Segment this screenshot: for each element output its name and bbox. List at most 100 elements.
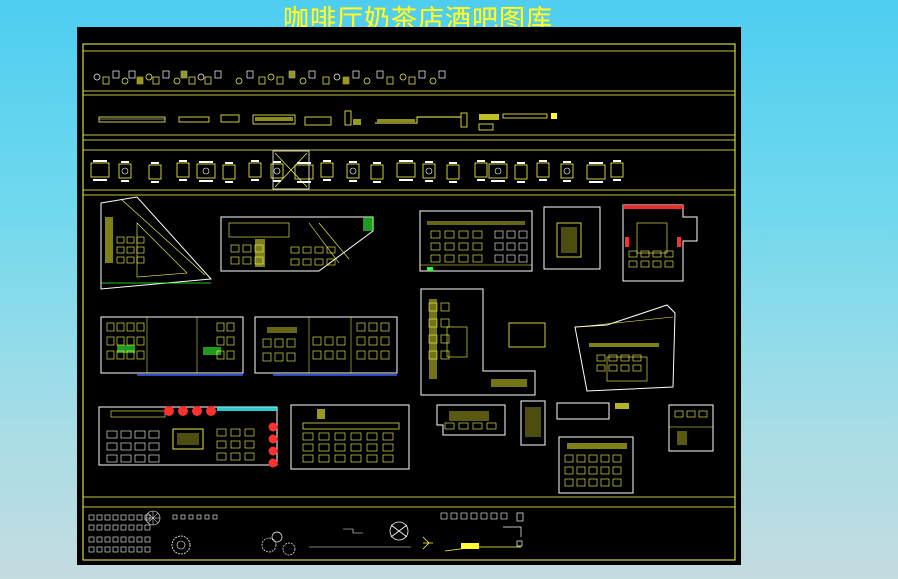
chair-icon [425, 180, 433, 182]
table-set-icon [333, 73, 341, 81]
floor-plan-14[interactable] [556, 402, 634, 494]
furniture-row-3 [90, 150, 624, 190]
chair-icon [199, 180, 213, 182]
table-set-icon [106, 454, 118, 463]
floor-plan-2[interactable] [220, 216, 374, 272]
bar-counter-icon [478, 123, 494, 131]
chair-icon [449, 162, 457, 164]
table-set-icon [112, 524, 119, 531]
table-set-icon [368, 336, 378, 346]
table-set-icon [320, 162, 334, 178]
floor-plan-6[interactable] [420, 288, 546, 396]
chair-icon [121, 161, 129, 163]
chair-icon [128, 70, 136, 79]
table-set-icon [112, 536, 119, 543]
chair-icon [425, 161, 433, 163]
chair-icon [418, 70, 426, 79]
table-set-icon [128, 536, 135, 543]
bar-stool-icon [268, 422, 278, 432]
chair-icon [93, 160, 107, 162]
table-set-icon [148, 164, 162, 180]
table-set-icon [244, 452, 255, 461]
table-set-icon [632, 364, 642, 372]
chair-icon [408, 76, 416, 85]
table-set-icon [396, 162, 416, 178]
floor-plan-9[interactable] [254, 316, 398, 376]
table-set-icon [444, 422, 455, 430]
chair-icon [121, 180, 129, 182]
table-set-icon [314, 258, 324, 266]
table-set-icon [121, 77, 129, 85]
table-set-icon [350, 454, 362, 463]
table-set-icon [612, 478, 622, 487]
floor-plan-3[interactable] [419, 210, 533, 272]
bar-stool-icon [268, 446, 278, 456]
table-set-icon [128, 546, 135, 553]
table-set-icon [136, 536, 143, 543]
table-set-icon [440, 512, 448, 520]
table-set-icon [368, 350, 378, 360]
table-set-icon [120, 524, 127, 531]
table-set-icon [600, 478, 610, 487]
floor-plan-13[interactable] [520, 400, 546, 446]
table-set-icon [134, 430, 146, 439]
table-set-icon [286, 338, 296, 348]
floor-plan-1[interactable] [100, 196, 213, 290]
table-set-icon [490, 512, 498, 520]
floor-plan-15[interactable] [668, 404, 714, 452]
table-set-icon [144, 524, 151, 531]
table-set-icon [136, 350, 145, 360]
table-set-icon [290, 258, 300, 266]
plant-icon [282, 542, 296, 556]
table-set-icon [440, 302, 450, 312]
table-set-icon [640, 250, 650, 258]
table-set-icon [600, 466, 610, 475]
table-set-icon [136, 256, 145, 264]
chair-icon [297, 162, 311, 164]
chair-icon [199, 161, 213, 163]
plant-icon [146, 511, 160, 525]
floor-plan-11[interactable] [290, 404, 410, 470]
table-set-icon [302, 443, 314, 452]
table-set-icon [380, 336, 390, 346]
chair-icon [152, 76, 160, 85]
table-set-icon [446, 164, 460, 180]
floor-plan-5[interactable] [622, 204, 698, 282]
floor-plan-12[interactable] [436, 404, 506, 436]
floor-plan-8[interactable] [100, 316, 244, 376]
table-set-icon [136, 322, 145, 332]
table-set-icon [422, 163, 436, 179]
table-set-icon [302, 454, 314, 463]
table-set-icon [380, 350, 390, 360]
table-set-icon [356, 336, 366, 346]
table-set-icon [620, 354, 630, 362]
table-set-icon [518, 230, 528, 239]
table-set-icon [274, 352, 284, 362]
table-set-icon [216, 428, 227, 437]
table-set-icon [216, 336, 225, 346]
table-set-icon [230, 428, 241, 437]
chair-icon [246, 70, 254, 79]
table-set-icon [136, 524, 143, 531]
cad-drawing-sheet[interactable] [77, 27, 741, 565]
table-set-icon [104, 546, 111, 553]
table-set-icon [118, 163, 132, 179]
chair-icon [539, 179, 547, 181]
table-set-icon [428, 318, 438, 328]
table-set-icon [126, 256, 135, 264]
table-set-icon [444, 242, 455, 251]
table-set-icon [318, 454, 330, 463]
table-set-icon [458, 242, 469, 251]
table-set-icon [294, 164, 314, 180]
table-set-icon [116, 322, 125, 332]
chair-icon [322, 76, 330, 85]
table-set-icon [428, 350, 438, 360]
floor-plan-7[interactable] [574, 304, 676, 392]
table-set-icon [576, 478, 586, 487]
plant-icon [261, 537, 277, 553]
floor-plan-4[interactable] [543, 206, 601, 270]
door-swing-icon [390, 524, 408, 538]
floor-plans [88, 196, 714, 553]
bar-stool-icon [164, 406, 174, 416]
table-set-icon [440, 318, 450, 328]
